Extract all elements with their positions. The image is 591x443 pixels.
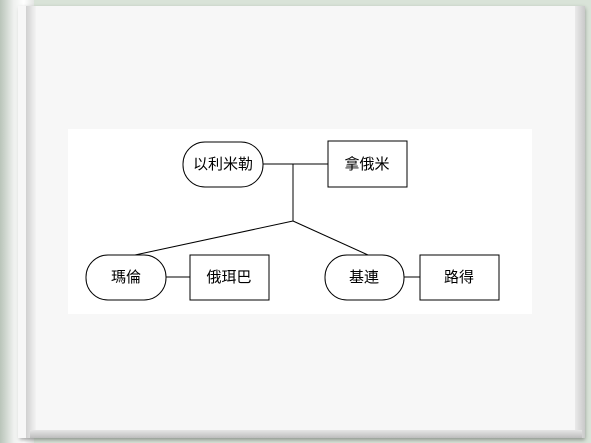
node-son1-wife-label: 俄珥巴 bbox=[206, 268, 251, 286]
node-son2-wife-label: 路得 bbox=[444, 268, 474, 286]
node-father: 以利米勒 bbox=[182, 141, 264, 188]
node-son1-wife: 俄珥巴 bbox=[189, 254, 270, 301]
node-son2-label: 基連 bbox=[349, 268, 379, 286]
node-mother: 拿俄米 bbox=[327, 140, 408, 188]
node-son2-wife: 路得 bbox=[419, 254, 500, 301]
branch-line-left bbox=[134, 220, 294, 256]
node-mother-label: 拿俄米 bbox=[344, 155, 389, 173]
branch-line-right bbox=[292, 220, 369, 256]
node-father-label: 以利米勒 bbox=[193, 155, 253, 173]
page-left-edge bbox=[26, 6, 36, 438]
node-son1-label: 瑪倫 bbox=[111, 268, 141, 286]
node-son2: 基連 bbox=[324, 254, 405, 301]
connector-lines bbox=[134, 163, 420, 278]
node-son1: 瑪倫 bbox=[85, 254, 167, 301]
page-right-edge bbox=[575, 6, 585, 438]
family-tree-diagram: 以利米勒 拿俄米 瑪倫 俄珥巴 基連 bbox=[68, 129, 532, 314]
page-bottom-edge bbox=[30, 430, 582, 438]
family-tree-svg: 以利米勒 拿俄米 瑪倫 俄珥巴 基連 bbox=[85, 140, 500, 301]
